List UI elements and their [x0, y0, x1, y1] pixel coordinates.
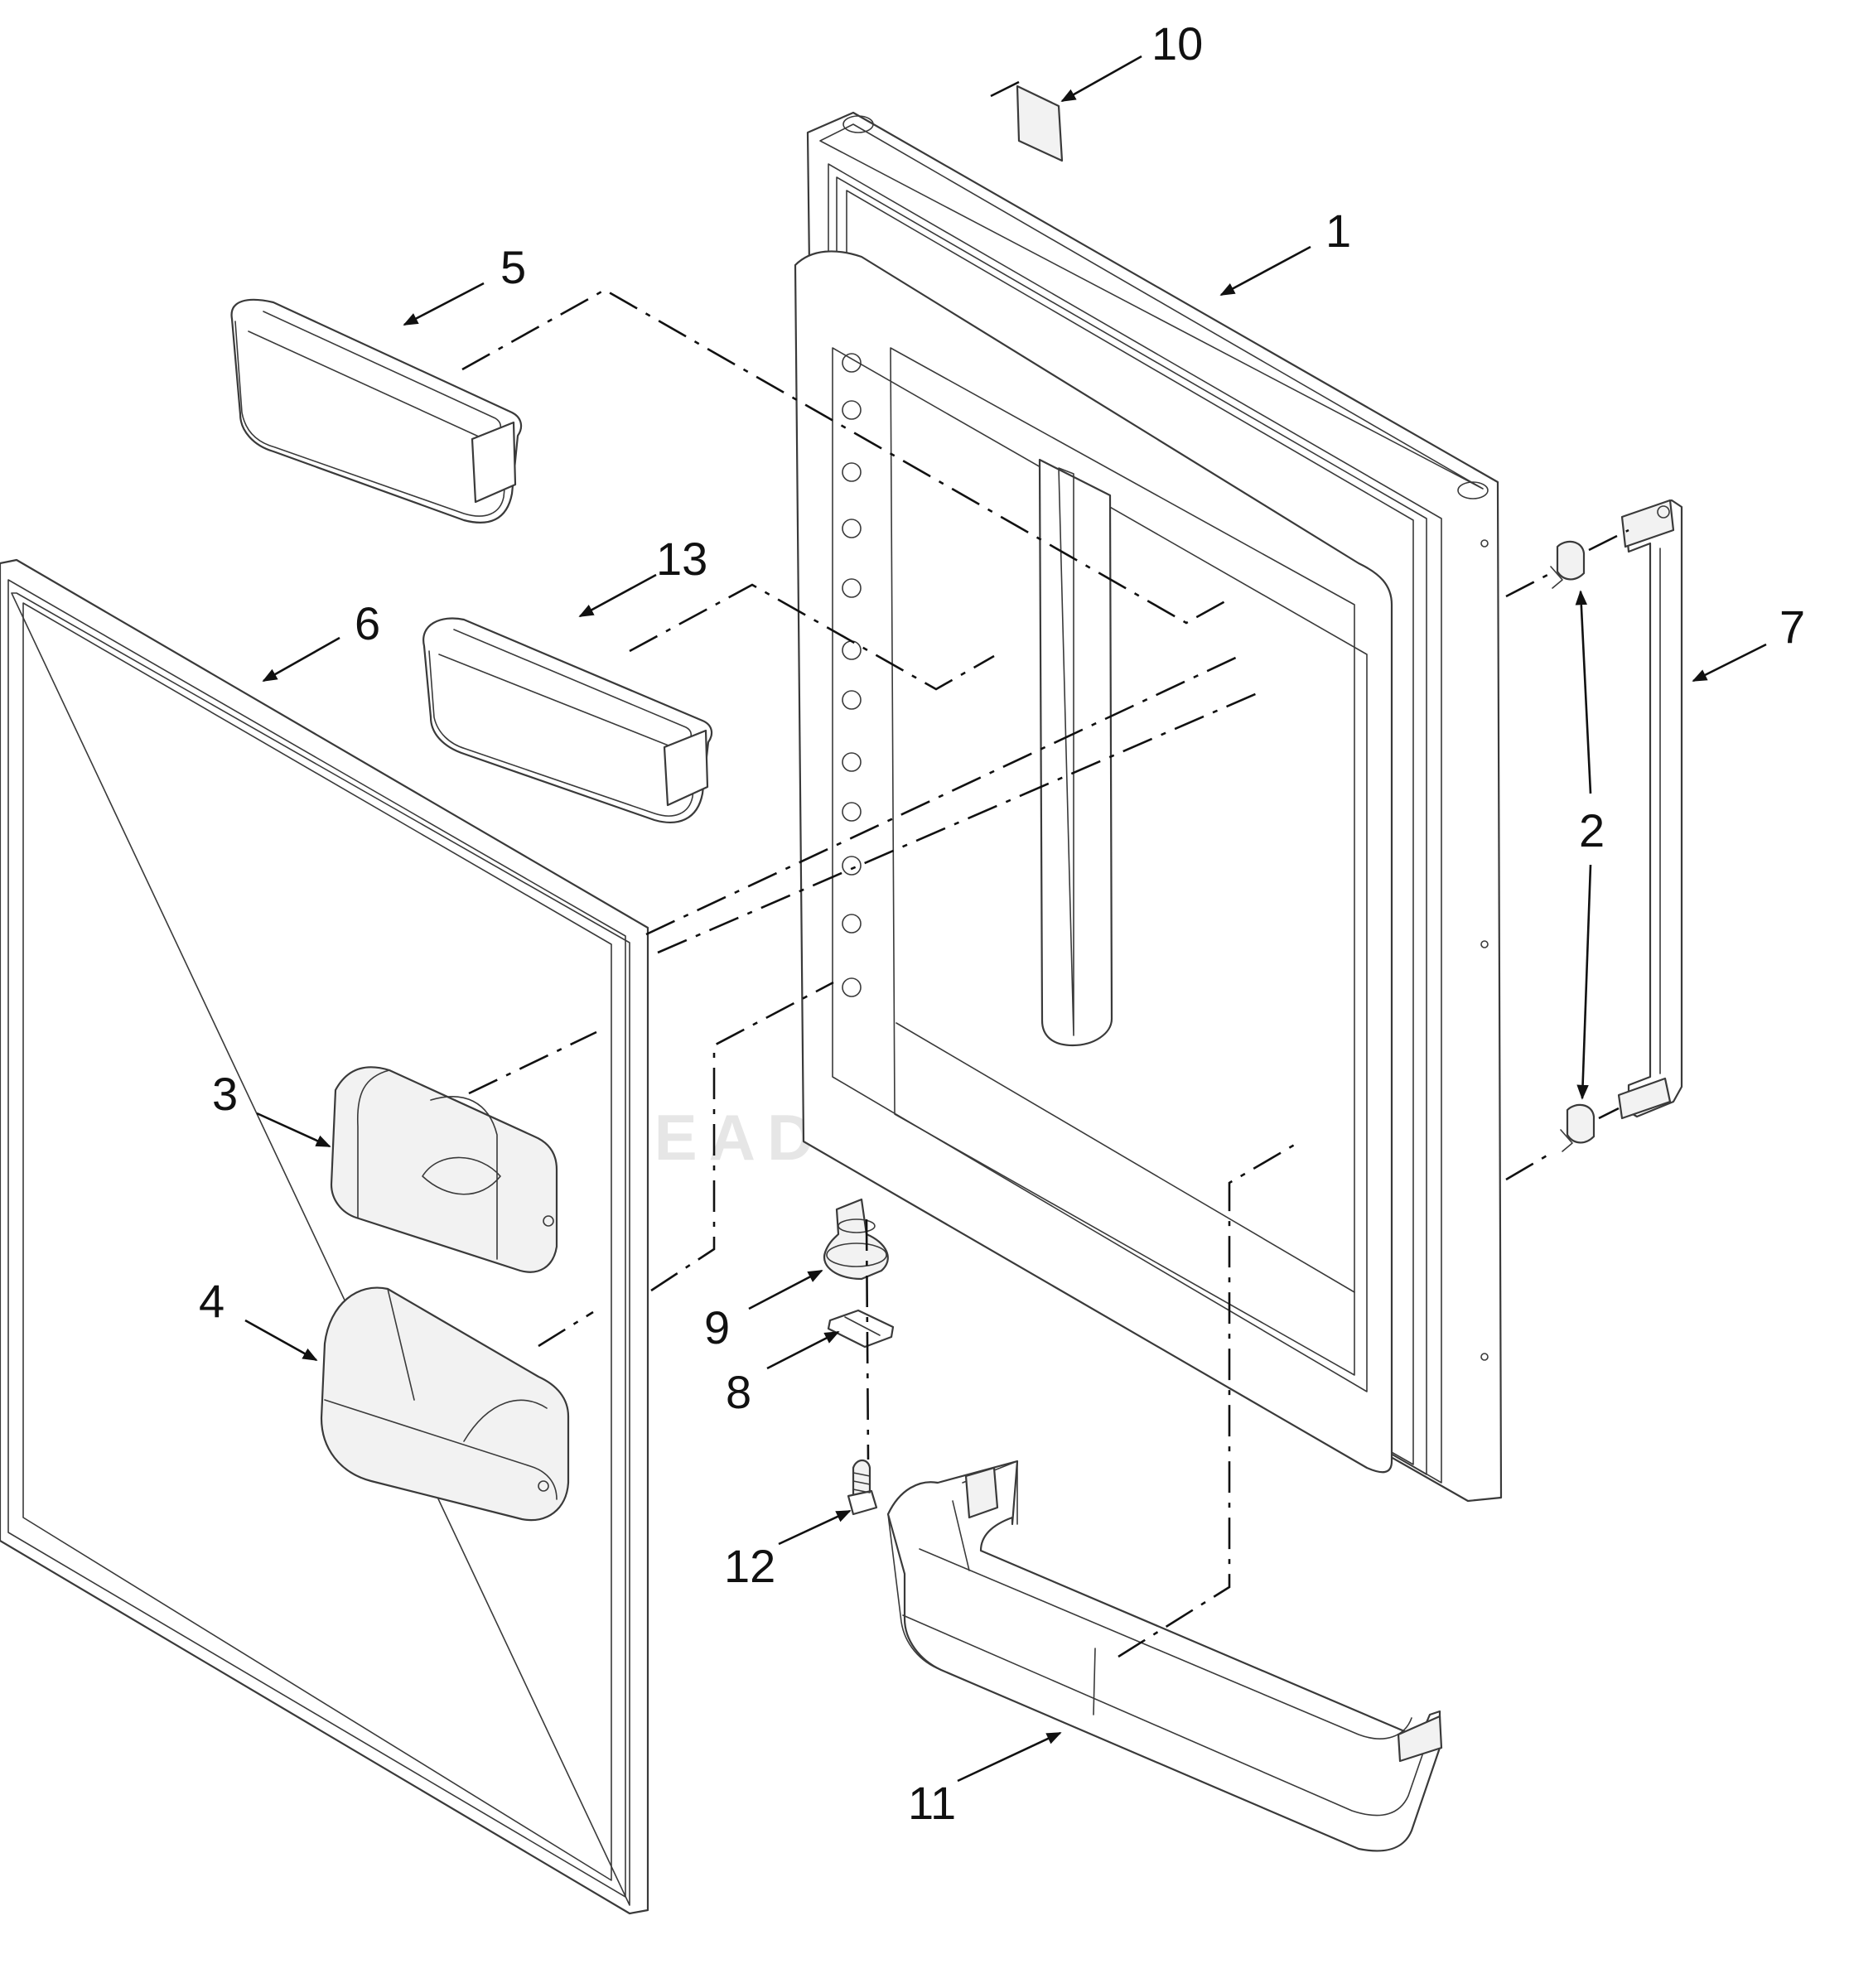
callout-label-7: 7 — [1779, 601, 1805, 653]
part-3-dairy-door — [330, 1066, 558, 1273]
callout-label-1: 1 — [1325, 205, 1351, 257]
callout-11: 11 — [908, 1731, 1062, 1829]
callout-8: 8 — [726, 1330, 840, 1418]
callout-label-12: 12 — [724, 1540, 775, 1592]
part-12-screw — [847, 1459, 878, 1516]
part-10-label — [1016, 84, 1064, 162]
callout-5: 5 — [403, 241, 526, 326]
part-7-handle — [1617, 499, 1683, 1120]
alignment-lines — [461, 76, 1629, 1658]
part-6-door-panel — [0, 558, 649, 1915]
part-8-bracket — [827, 1309, 895, 1349]
callout-4: 4 — [199, 1275, 318, 1362]
callout-label-9: 9 — [704, 1301, 730, 1353]
callout-label-10: 10 — [1151, 17, 1203, 70]
callout-label-11: 11 — [908, 1777, 956, 1829]
callout-6: 6 — [262, 597, 380, 683]
callout-3: 3 — [212, 1068, 331, 1148]
callout-label-2: 2 — [1579, 804, 1605, 856]
callout-label-4: 4 — [199, 1275, 224, 1327]
callout-label-3: 3 — [212, 1068, 238, 1120]
part-4-dairy-cover — [320, 1286, 570, 1522]
callout-12: 12 — [724, 1509, 852, 1592]
callout-7: 7 — [1692, 601, 1805, 683]
callout-13: 13 — [578, 533, 707, 618]
callout-label-6: 6 — [355, 597, 380, 649]
callout-10: 10 — [1060, 17, 1203, 103]
callout-label-8: 8 — [726, 1366, 751, 1418]
part-13-door-bin — [422, 617, 713, 823]
part-5-door-bin — [230, 298, 523, 524]
callouts: 1 2 3 4 5 6 7 8 — [199, 17, 1805, 1829]
callout-label-5: 5 — [500, 241, 526, 293]
callout-1: 1 — [1219, 205, 1351, 297]
part-11-door-bin-large — [886, 1460, 1443, 1852]
part-9-hinge-cam — [823, 1198, 889, 1281]
callout-label-13: 13 — [656, 533, 707, 585]
callout-2: 2 — [1575, 590, 1605, 1100]
callout-9: 9 — [704, 1269, 823, 1353]
part-2-handle-studs — [1550, 540, 1596, 1152]
part-1-door-liner — [794, 111, 1503, 1503]
